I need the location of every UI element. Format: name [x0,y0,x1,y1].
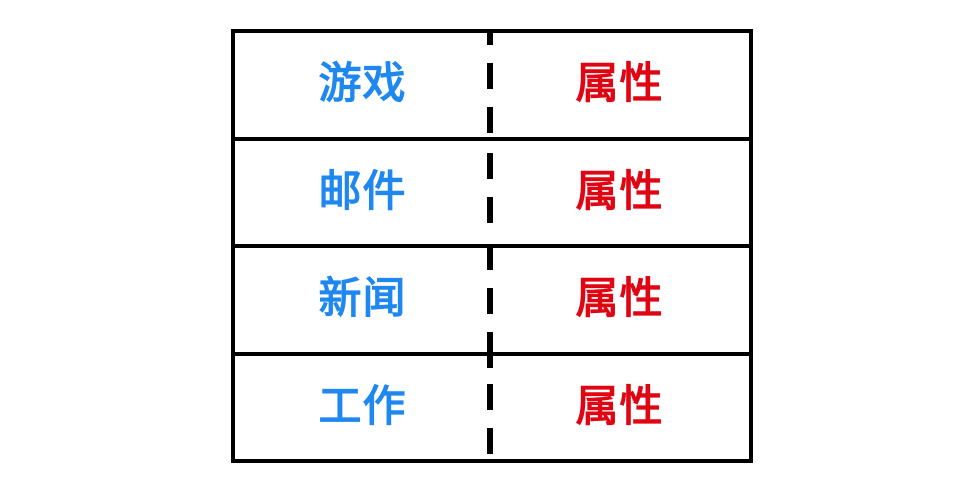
object-label: 新闻 [318,274,407,325]
table-row: 邮件 属性 [235,141,749,248]
table-row: 游戏 属性 [235,31,749,141]
attribute-label: 属性 [575,274,664,325]
object-label: 工作 [318,381,407,432]
attribute-label: 属性 [575,381,664,432]
object-cell[interactable]: 游戏 [235,33,490,137]
table-row: 工作 属性 [235,351,749,460]
attribute-cell[interactable]: 属性 [490,356,749,460]
object-cell[interactable]: 工作 [235,356,490,460]
object-label: 邮件 [318,166,407,217]
object-attribute-table: 游戏 属性 邮件 属性 [231,29,753,463]
attribute-label: 属性 [575,59,664,110]
object-cell[interactable]: 新闻 [235,248,490,352]
attribute-cell[interactable]: 属性 [490,248,749,352]
attribute-label: 属性 [575,166,664,217]
table-row: 新闻 属性 [235,246,749,356]
attribute-cell[interactable]: 属性 [490,33,749,137]
attribute-cell[interactable]: 属性 [490,141,749,245]
object-label: 游戏 [318,59,407,110]
object-cell[interactable]: 邮件 [235,141,490,245]
